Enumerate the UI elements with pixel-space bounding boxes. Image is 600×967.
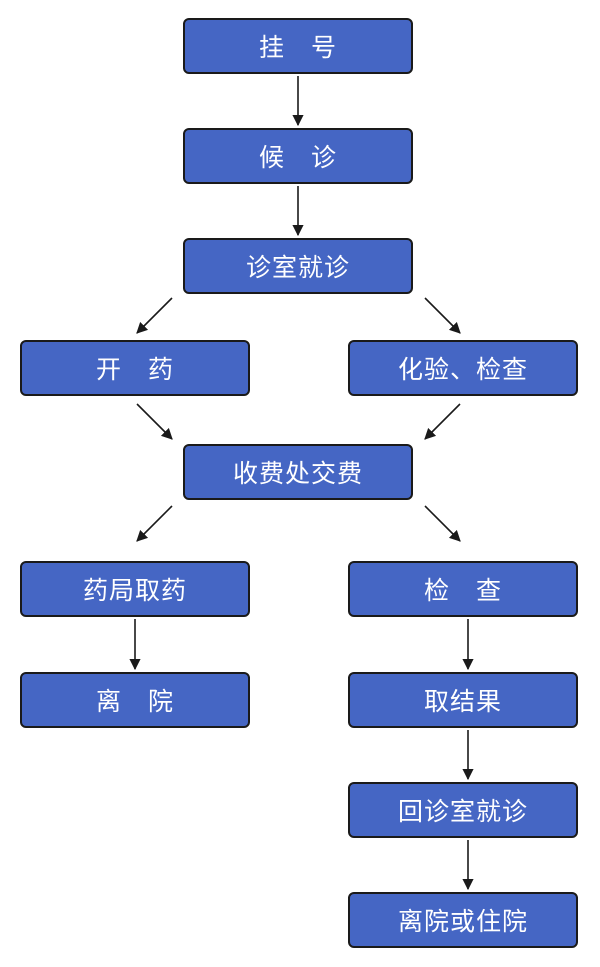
node-lab-tests: 化验、检查 [348, 340, 578, 396]
arrow-lab-tests-to-payment [424, 403, 461, 440]
node-discharge-left: 离 院 [20, 672, 250, 728]
node-get-results: 取结果 [348, 672, 578, 728]
node-discharge-or-admit: 离院或住院 [348, 892, 578, 948]
arrow-payment-to-examination [424, 505, 461, 542]
arrow-payment-to-pharmacy [136, 505, 173, 542]
node-examination: 检 查 [348, 561, 578, 617]
arrow-prescription-to-payment [136, 403, 173, 440]
node-consultation: 诊室就诊 [183, 238, 413, 294]
arrow-consultation-to-lab-tests [424, 297, 461, 334]
node-return-consultation: 回诊室就诊 [348, 782, 578, 838]
arrow-consultation-to-prescription [136, 297, 173, 334]
node-waiting: 候 诊 [183, 128, 413, 184]
node-prescription: 开 药 [20, 340, 250, 396]
node-payment: 收费处交费 [183, 444, 413, 500]
node-registration: 挂 号 [183, 18, 413, 74]
node-pharmacy: 药局取药 [20, 561, 250, 617]
